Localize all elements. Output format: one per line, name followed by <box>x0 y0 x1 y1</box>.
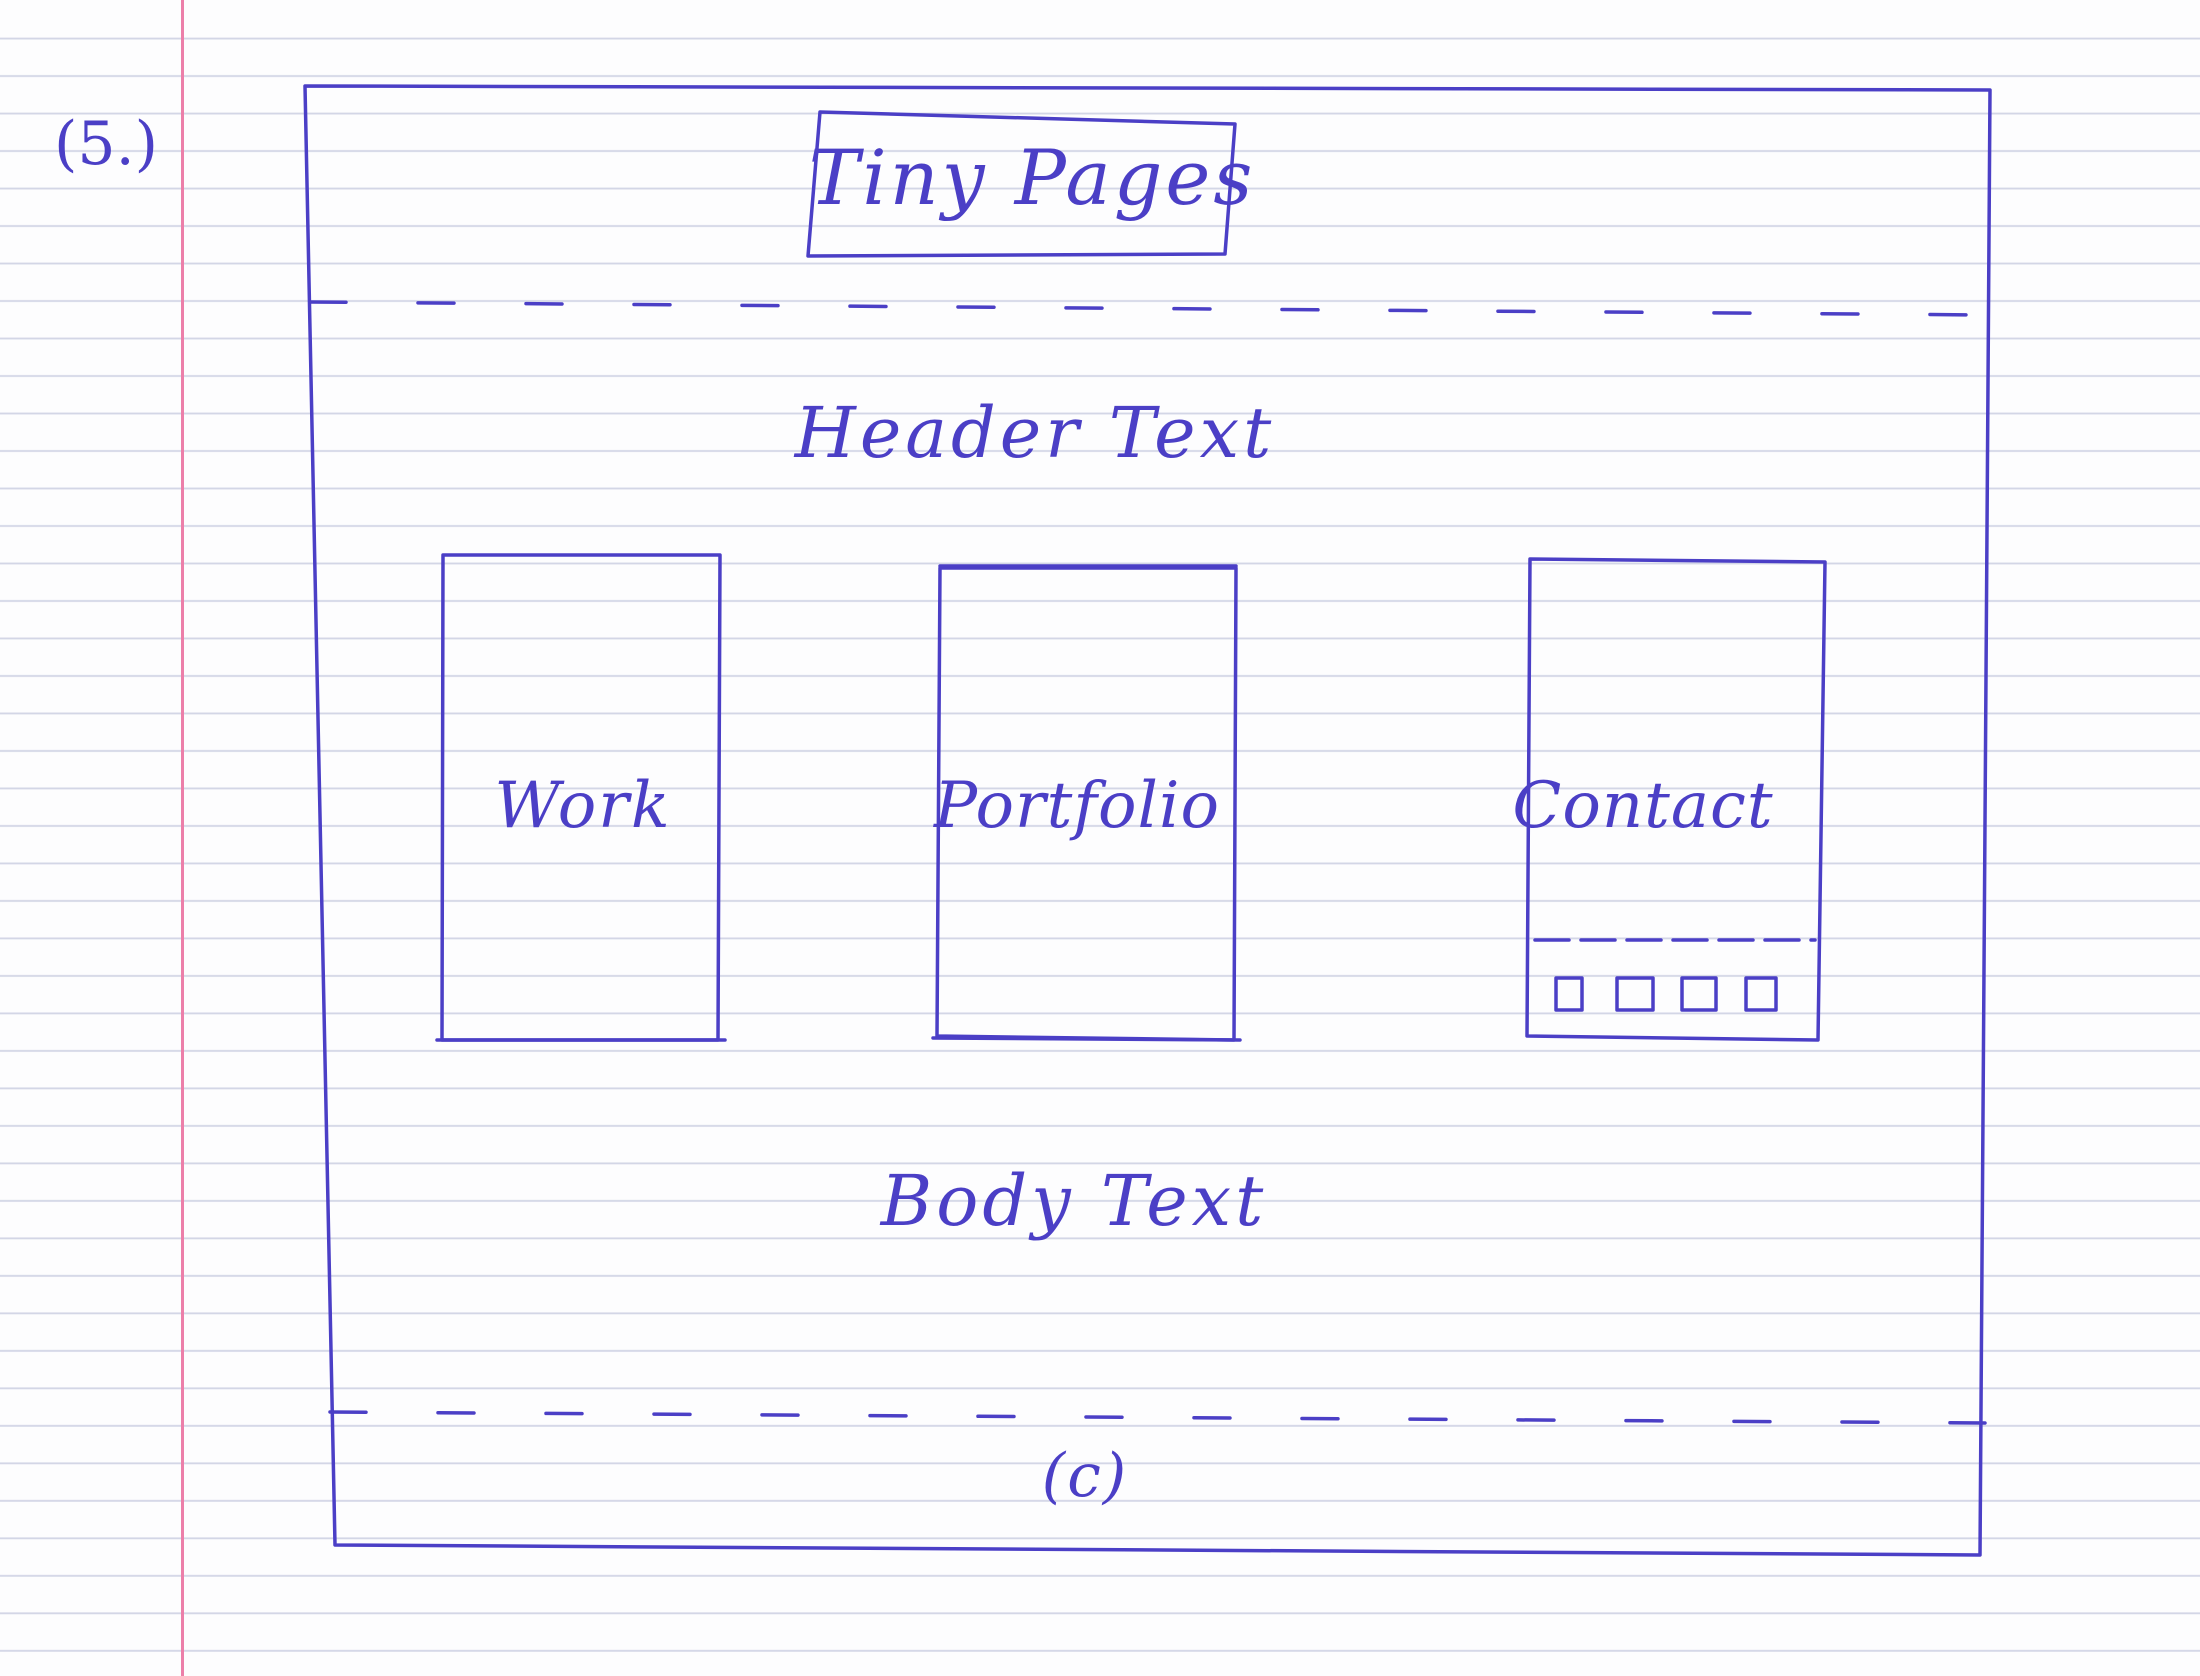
work-card-label[interactable]: Work <box>494 769 672 843</box>
work-card[interactable] <box>443 555 720 1040</box>
social-link-2[interactable] <box>1617 978 1653 1010</box>
social-link-3[interactable] <box>1682 978 1716 1010</box>
contact-social-box-2 <box>1615 976 1655 1012</box>
footer-separator <box>328 1410 1987 1425</box>
contact-social-box-3 <box>1680 976 1718 1012</box>
social-link-1[interactable] <box>1556 978 1582 1010</box>
page-number: (5.) <box>54 109 159 179</box>
footer-text: (c) <box>1041 1441 1129 1511</box>
contact-social-box-1 <box>1554 976 1584 1012</box>
page-frame <box>303 84 1992 1557</box>
logo-text[interactable]: Tiny Pages <box>808 133 1256 222</box>
portfolio-card-label[interactable]: Portfolio <box>934 769 1220 843</box>
portfolio-card-base <box>931 1036 1242 1042</box>
logo-box <box>806 110 1237 258</box>
contact-social-box-4 <box>1744 976 1778 1012</box>
header-text: Header Text <box>794 392 1276 474</box>
contact-card-label[interactable]: Contact <box>1512 769 1774 843</box>
contact-card-outline <box>1525 557 1827 1042</box>
portfolio-card[interactable] <box>940 568 1236 1040</box>
paper-margin-line <box>181 0 184 1676</box>
body-text: Body Text <box>880 1160 1268 1242</box>
header-separator <box>308 300 1992 317</box>
contact-card[interactable] <box>1530 559 1825 940</box>
social-link-4[interactable] <box>1746 978 1776 1010</box>
